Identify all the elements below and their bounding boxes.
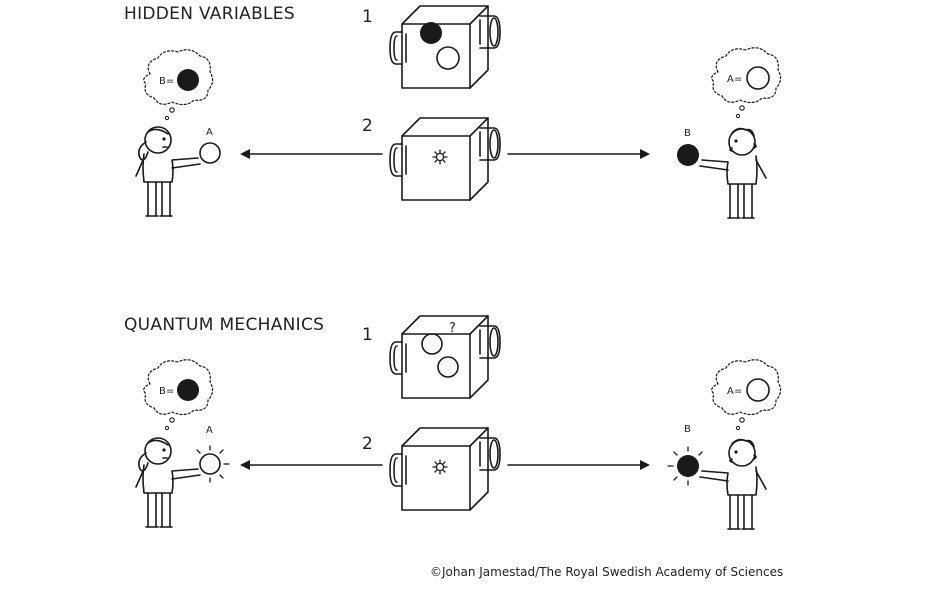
step-1-label: 1 bbox=[362, 325, 373, 345]
ball-label-a: A bbox=[206, 425, 213, 436]
ball-label-b: B bbox=[684, 128, 691, 139]
arrow-right-icon bbox=[507, 149, 650, 159]
box-icon bbox=[389, 315, 501, 399]
ball-label-a: A bbox=[206, 127, 213, 138]
box-icon bbox=[389, 5, 501, 89]
section-hidden-variables: 1 2 A bbox=[135, 5, 782, 219]
section-quantum-mechanics: 1 2 ? bbox=[135, 315, 782, 530]
step-1-label: 1 bbox=[362, 7, 373, 27]
thought-label: A= bbox=[727, 74, 742, 85]
arrow-right-icon bbox=[507, 460, 650, 470]
person-icon bbox=[699, 127, 767, 219]
person-icon bbox=[135, 126, 201, 217]
ball-icon bbox=[667, 446, 703, 486]
thought-label: A= bbox=[727, 386, 742, 397]
person-icon bbox=[699, 438, 767, 530]
thought-bubble-icon bbox=[711, 47, 782, 104]
step-2-label: 2 bbox=[362, 434, 373, 454]
box-icon bbox=[389, 117, 501, 201]
arrow-left-icon bbox=[240, 149, 383, 159]
question-mark: ? bbox=[449, 321, 456, 336]
person-icon bbox=[135, 437, 201, 528]
thought-bubble-icon bbox=[711, 359, 782, 416]
spark-icon bbox=[432, 459, 448, 475]
section-title-hidden-variables: HIDDEN VARIABLES bbox=[124, 4, 295, 24]
ball-icon bbox=[677, 144, 699, 166]
step-2-label: 2 bbox=[362, 116, 373, 136]
ball-icon bbox=[199, 142, 221, 164]
ball-icon bbox=[196, 445, 230, 483]
ball-label-b: B bbox=[684, 424, 691, 435]
spark-icon bbox=[432, 149, 448, 165]
arrow-left-icon bbox=[240, 460, 383, 470]
section-title-quantum-mechanics: QUANTUM MECHANICS bbox=[124, 315, 325, 335]
thought-label: B= bbox=[159, 386, 174, 397]
thought-label: B= bbox=[159, 76, 174, 87]
image-credit: ©Johan Jamestad/The Royal Swedish Academ… bbox=[430, 565, 784, 579]
box-icon bbox=[389, 427, 501, 511]
